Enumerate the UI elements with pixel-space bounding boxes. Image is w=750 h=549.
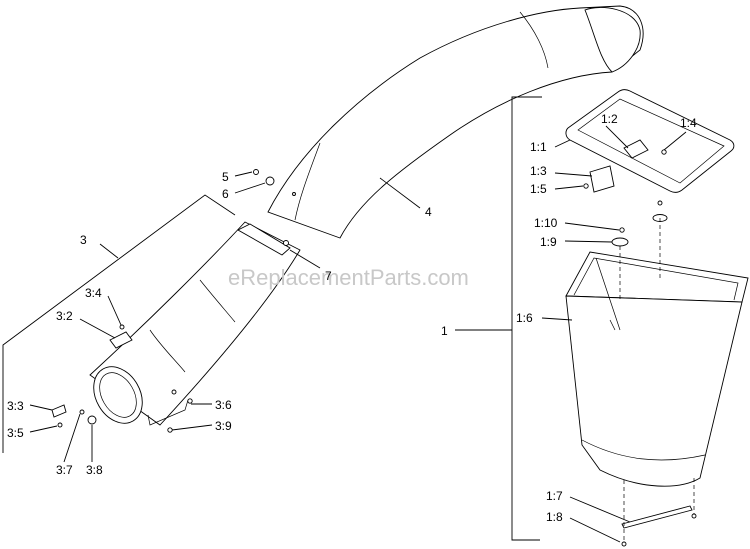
callout-1-1: 1:1 — [530, 140, 547, 154]
callout-1-9: 1:9 — [540, 235, 557, 249]
grass-bag — [565, 251, 749, 487]
callout-7: 7 — [325, 269, 332, 283]
bag-washers — [611, 200, 668, 247]
callout-1-6: 1:6 — [516, 311, 533, 325]
screw-and-washer — [253, 169, 296, 196]
callout-3-4: 3:4 — [85, 286, 102, 300]
callout-3: 3 — [80, 233, 87, 247]
callout-1-2: 1:2 — [601, 112, 618, 126]
callout-3-5: 3:5 — [7, 426, 24, 440]
hinge-bracket — [237, 223, 291, 256]
bag-frame — [565, 89, 735, 193]
callout-1: 1 — [441, 324, 448, 338]
callout-3-3: 3:3 — [7, 399, 24, 413]
watermark-text: eReplacementParts.com — [228, 265, 469, 290]
callout-3-6: 3:6 — [215, 398, 232, 412]
lower-chute-tube — [89, 221, 301, 426]
upper-chute-tube — [267, 5, 644, 239]
callout-3-2: 3:2 — [56, 309, 73, 323]
callout-4: 4 — [425, 205, 432, 219]
callout-5: 5 — [222, 170, 229, 184]
callout-6: 6 — [222, 187, 229, 201]
handle-bracket — [147, 398, 193, 433]
bag-bottom-bar — [621, 505, 697, 547]
callout-1-8: 1:8 — [546, 510, 563, 524]
callout-3-9: 3:9 — [215, 419, 232, 433]
callout-labels: 1 1:1 1:2 1:3 1:4 1:5 1:6 1:7 1:8 1:9 1:… — [7, 112, 697, 524]
callout-1-5: 1:5 — [530, 182, 547, 196]
leader-lines — [2, 96, 687, 543]
callout-1-4: 1:4 — [680, 116, 697, 130]
callout-3-7: 3:7 — [56, 463, 73, 477]
small-hardware-3 — [51, 389, 177, 428]
callout-1-3: 1:3 — [530, 164, 547, 178]
callout-1-7: 1:7 — [546, 489, 563, 503]
assembly-lines — [619, 218, 695, 540]
callout-1-10: 1:10 — [534, 216, 558, 230]
latch-bracket — [109, 324, 133, 349]
callout-3-8: 3:8 — [86, 463, 103, 477]
